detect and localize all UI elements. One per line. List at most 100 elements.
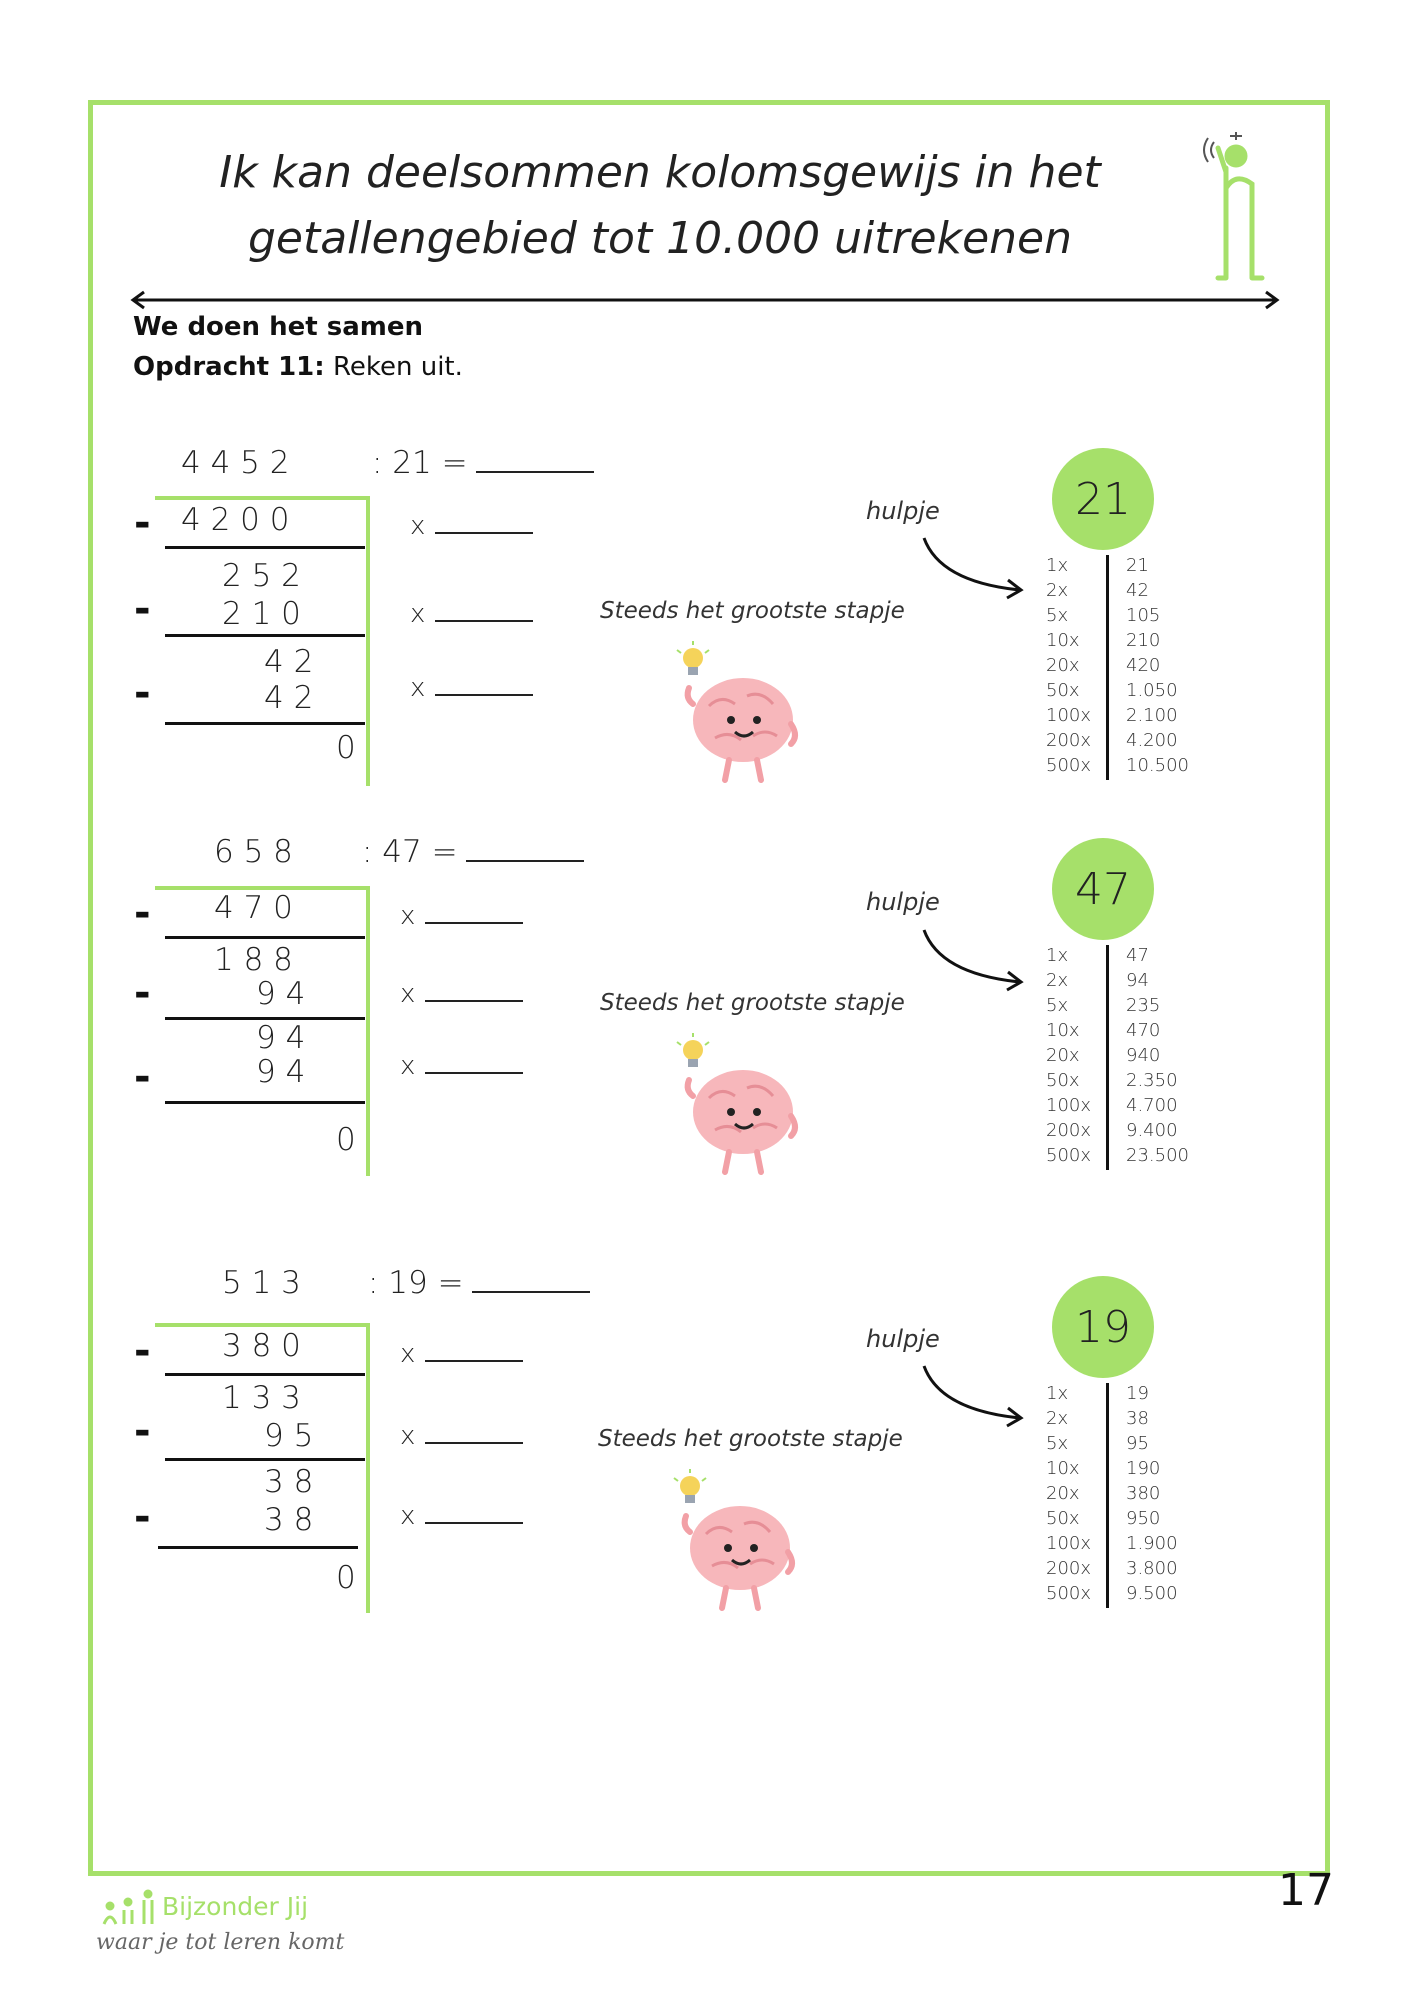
remainder: 0: [336, 1122, 356, 1158]
subtract-line: [165, 1458, 365, 1461]
dividend: 4 4 5 2: [181, 445, 290, 481]
page-number: 17: [1278, 1865, 1334, 1916]
divisor-label: : 47 =: [362, 834, 458, 870]
brand-tagline: waar je tot leren komt: [96, 1930, 345, 1955]
step-value: 3 8: [264, 1464, 314, 1500]
divisor-label: : 21 =: [372, 445, 468, 481]
subtract-line: [165, 546, 365, 549]
minus-sign: -: [134, 890, 151, 936]
minus-sign: -: [134, 1328, 151, 1374]
minus-sign: -: [134, 670, 151, 716]
logo-figures-icon: [102, 1889, 154, 1925]
dividend: 6 5 8: [214, 834, 293, 870]
step-value: 2 1 0: [222, 596, 301, 632]
x-label: x: [400, 1339, 416, 1369]
page-frame: [88, 100, 1330, 1876]
step-value: 4 2: [264, 680, 314, 716]
double-arrow-icon: [130, 290, 1280, 310]
section-heading: We doen het samen: [133, 312, 423, 342]
strategy-text: Steeds het grootste stapje: [600, 990, 905, 1016]
answer-blank[interactable]: [465, 836, 584, 862]
brand-logo: Bijzonder Jij waar je tot leren komt: [96, 1888, 356, 1968]
divisor-equation: : 47 =: [362, 834, 584, 870]
lightbulb-icon: [676, 1033, 710, 1067]
brand-name: Bijzonder Jij: [162, 1892, 309, 1921]
step-value: 4 2 0 0: [181, 502, 290, 538]
divisor-label: : 19 =: [368, 1265, 464, 1301]
step-value: 1 3 3: [222, 1380, 301, 1416]
x-label: x: [410, 511, 426, 541]
page-title: Ik kan deelsommen kolomsgewijs in het ge…: [160, 140, 1160, 272]
subtract-line: [165, 1373, 365, 1376]
hint-label: hulpje: [866, 497, 940, 525]
curved-arrow-icon: [922, 929, 1024, 992]
answer-blank[interactable]: [475, 447, 594, 473]
x-label: x: [410, 599, 426, 629]
step-value: 9 4: [256, 1020, 306, 1056]
strategy-text: Steeds het grootste stapje: [600, 598, 905, 624]
dividend: 5 1 3: [222, 1265, 301, 1301]
bracket-side: [366, 496, 370, 786]
bracket-top: [155, 886, 370, 890]
multiplier-field[interactable]: x: [400, 1338, 524, 1369]
divisor-circle: 21: [1052, 448, 1154, 550]
multiplier-field[interactable]: x: [400, 1050, 524, 1081]
title-line-2: getallengebied tot 10.000 uitrekenen: [247, 213, 1073, 264]
minus-sign: -: [134, 500, 151, 546]
task-label: Opdracht 11:: [133, 352, 325, 382]
subtract-line: [165, 1017, 365, 1020]
bracket-side: [366, 886, 370, 1176]
step-value: 4 7 0: [214, 890, 293, 926]
subtract-line: [165, 634, 365, 637]
step-value: 9 5: [264, 1418, 314, 1454]
x-label: x: [410, 673, 426, 703]
remainder: 0: [336, 730, 356, 766]
multiplier-field[interactable]: x: [400, 1420, 524, 1451]
multiplier-field[interactable]: x: [410, 672, 534, 703]
multiplier-field[interactable]: x: [410, 510, 534, 541]
divisor-circle: 19: [1052, 1276, 1154, 1378]
remainder: 0: [336, 1560, 356, 1596]
subtract-line: [158, 1546, 358, 1549]
bracket-top: [155, 496, 370, 500]
mascot-icon: [1203, 132, 1265, 281]
multiplier-field[interactable]: x: [400, 1500, 524, 1531]
x-label: x: [400, 1051, 416, 1081]
step-value: 3 8 0: [222, 1328, 301, 1364]
answer-blank[interactable]: [471, 1267, 590, 1293]
multiplier-field[interactable]: x: [410, 598, 534, 629]
bracket-side: [366, 1323, 370, 1613]
x-label: x: [400, 1421, 416, 1451]
step-value: 3 8: [264, 1502, 314, 1538]
minus-sign: -: [134, 586, 151, 632]
x-label: x: [400, 901, 416, 931]
minus-sign: -: [134, 1408, 151, 1454]
lightbulb-icon: [673, 1469, 707, 1503]
brain-mascot-icon: [673, 1469, 795, 1611]
step-value: 1 8 8: [214, 942, 293, 978]
subtract-line: [165, 1101, 365, 1104]
multiplier-field[interactable]: x: [400, 900, 524, 931]
curved-arrow-icon: [922, 537, 1024, 600]
hint-label: hulpje: [866, 888, 940, 916]
minus-sign: -: [134, 1054, 151, 1100]
title-line-1: Ik kan deelsommen kolomsgewijs in het: [219, 147, 1101, 198]
lightbulb-icon: [676, 641, 710, 675]
step-value: 9 4: [256, 1054, 306, 1090]
curved-arrow-icon: [922, 1365, 1024, 1428]
hint-label: hulpje: [866, 1325, 940, 1353]
minus-sign: -: [134, 1494, 151, 1540]
x-label: x: [400, 1501, 416, 1531]
task-text: Reken uit.: [332, 352, 463, 382]
x-label: x: [400, 979, 416, 1009]
divisor-equation: : 19 =: [368, 1265, 590, 1301]
subtract-line: [165, 936, 365, 939]
step-value: 4 2: [264, 644, 314, 680]
divisor-circle: 47: [1052, 838, 1154, 940]
bracket-top: [155, 1323, 370, 1327]
multiplier-field[interactable]: x: [400, 978, 524, 1009]
step-value: 9 4: [256, 976, 306, 1012]
